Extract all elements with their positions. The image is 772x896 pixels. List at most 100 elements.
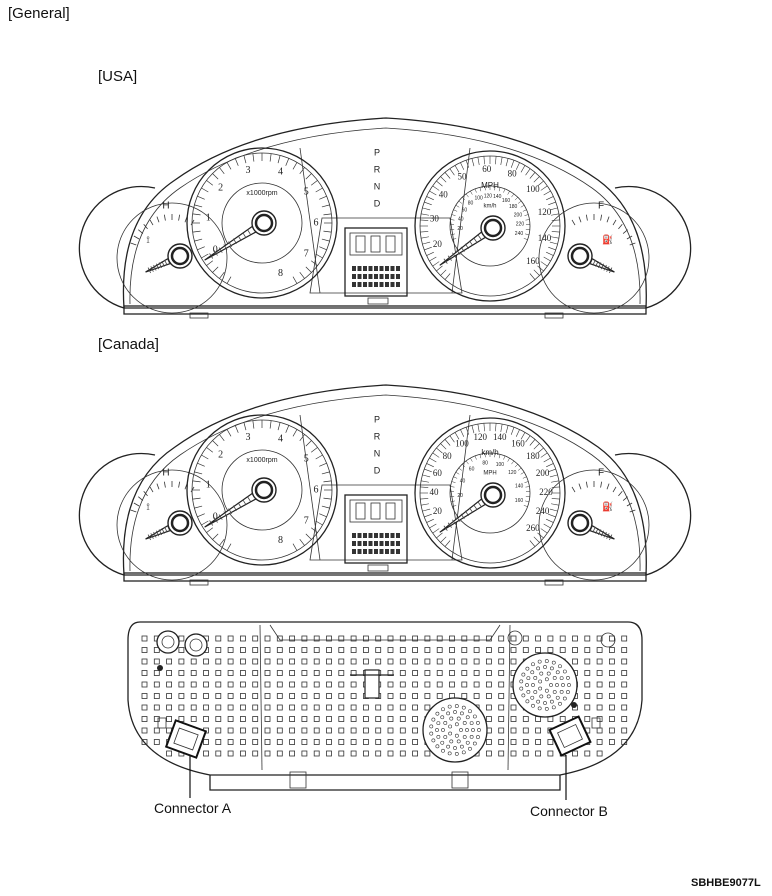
cluster-base (123, 305, 647, 315)
tach-label-8: 8 (278, 268, 283, 279)
connector-b (548, 715, 592, 757)
speed-inner-label-40: 40 (460, 478, 466, 484)
tachometer (186, 147, 338, 299)
fuel-gauge-arc (614, 185, 692, 309)
speed-label-140: 140 (538, 233, 552, 243)
cluster-outline (122, 117, 647, 309)
center-fitting (364, 669, 380, 699)
figure-code: SBHBE9077L (691, 877, 761, 889)
speed-inner-label-20: 20 (457, 493, 463, 499)
speed-label-30: 30 (430, 214, 440, 224)
connector-a-label: Connector A (154, 800, 232, 816)
speed-unit-label: km/h (481, 448, 498, 457)
temp-gauge-arc (78, 452, 156, 576)
tach-label-4: 4 (278, 167, 283, 178)
lcd-digit (370, 235, 381, 253)
speed-inner-label-220: 220 (516, 222, 525, 228)
speed-label-240: 240 (536, 506, 550, 516)
speed-label-220: 220 (539, 487, 553, 497)
speed-inner-label-60: 60 (462, 208, 468, 214)
lcd-display (344, 227, 408, 297)
speedometer (414, 150, 566, 302)
fuel-f-letter: F (598, 201, 604, 212)
cluster-inner-outline (129, 394, 641, 572)
speed-label-120: 120 (538, 207, 552, 217)
gear-letter-d: D (374, 198, 381, 208)
lcd-digit (355, 235, 366, 253)
speed-inner-label-240: 240 (515, 231, 524, 237)
tach-unit-label: x1000rpm (246, 457, 277, 464)
gear-letter-r: R (374, 431, 381, 441)
tach-label-2: 2 (218, 183, 223, 194)
center-tab (367, 297, 389, 305)
speed-label-80: 80 (508, 169, 518, 179)
speed-label-100: 100 (526, 184, 540, 194)
tach-label-8: 8 (278, 535, 283, 546)
tach-label-6: 6 (314, 484, 319, 495)
speed-inner-unit-label: km/h (483, 204, 496, 210)
cluster-rear-view (127, 621, 643, 800)
speed-inner-label-40: 40 (458, 216, 464, 222)
speed-label-160: 160 (526, 256, 540, 266)
fuel-gauge (538, 202, 650, 314)
speed-inner-label-140: 140 (515, 483, 524, 489)
cluster-base (123, 572, 647, 582)
temp-gauge (116, 202, 228, 314)
tach-label-3: 3 (246, 432, 251, 443)
gear-letter-n: N (374, 181, 381, 191)
tach-label-4: 4 (278, 434, 283, 445)
center-rib (269, 624, 501, 641)
fuel-pump-icon: ⛽ (602, 233, 613, 244)
speed-label-40: 40 (430, 487, 440, 497)
fuel-f-letter: F (598, 468, 604, 479)
gear-letter-p: P (374, 414, 380, 424)
connector-a (164, 719, 208, 759)
mount-clip (451, 771, 469, 789)
tach-unit-label: x1000rpm (246, 190, 277, 197)
tach-label-1: 1 (206, 480, 211, 491)
cluster-outline (122, 384, 647, 576)
tach-label-3: 3 (246, 165, 251, 176)
mount-hole (507, 630, 523, 646)
speed-inner-label-120: 120 (508, 470, 517, 476)
speed-label-50: 50 (458, 172, 468, 182)
speed-inner-label-180: 180 (509, 204, 518, 210)
section-label: [General] (8, 5, 70, 22)
base-tab (544, 579, 564, 586)
temp-icon: ⟟ (146, 234, 149, 244)
speed-inner-label-120: 120 (484, 193, 493, 199)
cluster-inner-outline (129, 127, 641, 305)
speed-inner-label-200: 200 (514, 212, 523, 218)
speed-label-40: 40 (439, 189, 449, 199)
lcd-digit (370, 502, 381, 520)
rear-base (209, 775, 561, 791)
tachometer (186, 414, 338, 566)
speed-inner-label-160: 160 (515, 498, 524, 504)
tach-label-7: 7 (304, 515, 309, 526)
speed-inner-unit-label: MPH (483, 471, 496, 477)
gear-letter-r: R (374, 164, 381, 174)
gear-letter-n: N (374, 448, 381, 458)
mount-clip (289, 771, 307, 789)
usa-label: [USA] (98, 68, 138, 85)
tach-label-0: 0 (213, 511, 218, 522)
speed-label-20: 20 (433, 239, 443, 249)
temp-icon: ⟟ (146, 501, 149, 511)
speed-label-60: 60 (482, 164, 492, 174)
fuel-gauge (538, 469, 650, 581)
speed-label-140: 140 (493, 432, 507, 442)
lcd-digit (385, 235, 396, 253)
tach-label-2: 2 (218, 450, 223, 461)
speedometer (414, 417, 566, 569)
speed-inner-label-20: 20 (457, 226, 463, 232)
speed-inner-label-80: 80 (482, 461, 488, 467)
center-tab (367, 564, 389, 572)
trip-button (156, 630, 180, 654)
speed-label-20: 20 (433, 506, 443, 516)
lcd-display (344, 494, 408, 564)
temp-h-letter: H (162, 201, 169, 212)
speed-inner-label-100: 100 (474, 196, 483, 202)
speed-inner-label-80: 80 (468, 201, 474, 207)
reset-button (184, 633, 208, 657)
